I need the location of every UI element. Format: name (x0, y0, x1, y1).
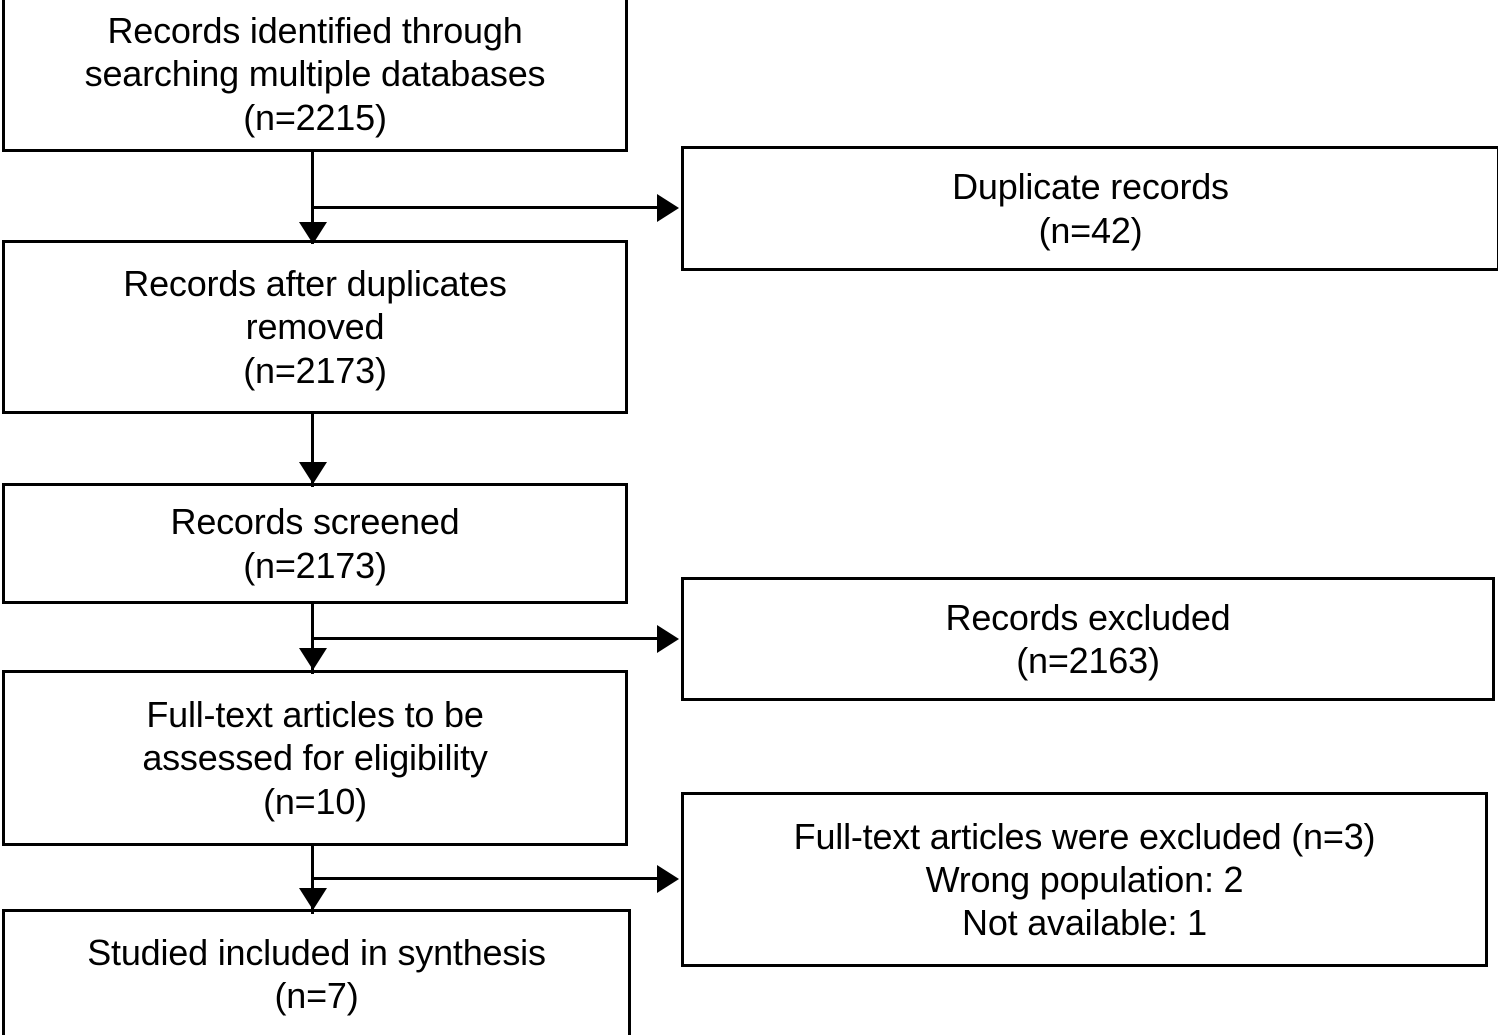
node-count: (n=42) (1038, 209, 1143, 251)
arrow-right-icon (657, 865, 679, 893)
node-records-identified: Records identified through searching mul… (2, 0, 628, 152)
node-exclusion-reason: Wrong population: 2 (925, 858, 1244, 900)
node-line: Records identified through (107, 10, 523, 52)
node-records-screened: Records screened (n=2173) (2, 483, 628, 604)
node-fulltext-articles-excluded: Full-text articles were excluded (n=3) W… (681, 792, 1488, 967)
node-line: Full-text articles were excluded (n=3) (793, 815, 1376, 857)
node-line: Studied included in synthesis (87, 931, 546, 973)
node-line: assessed for eligibility (142, 737, 488, 779)
node-line: Records screened (170, 501, 460, 543)
connector-identified-to-duplicates (311, 206, 659, 209)
arrow-right-icon (657, 194, 679, 222)
node-count: (n=2215) (243, 96, 387, 138)
node-line: Full-text articles to be (146, 694, 484, 736)
node-count: (n=10) (263, 780, 367, 822)
arrow-down-icon (299, 222, 327, 244)
arrow-down-icon (299, 648, 327, 670)
node-line: Records after duplicates (123, 263, 507, 305)
node-records-excluded: Records excluded (n=2163) (681, 577, 1495, 701)
node-count: (n=2163) (1016, 640, 1160, 681)
arrow-down-icon (299, 462, 327, 484)
node-line: searching multiple databases (84, 53, 546, 95)
connector-fulltext-to-fulltext-excluded (311, 877, 659, 880)
node-count: (n=2173) (243, 544, 387, 586)
node-records-after-duplicates-removed: Records after duplicates removed (n=2173… (2, 240, 628, 414)
node-count: (n=7) (274, 975, 359, 1016)
connector-screened-to-records-excluded (311, 637, 659, 640)
node-studies-included-in-synthesis: Studied included in synthesis (n=7) (2, 909, 631, 1035)
arrow-down-icon (299, 888, 327, 910)
connector-identified-to-after-duplicates (311, 152, 314, 244)
node-duplicate-records: Duplicate records (n=42) (681, 146, 1498, 271)
node-line: removed (245, 306, 385, 348)
node-exclusion-reason: Not available: 1 (962, 902, 1207, 944)
node-fulltext-articles-assessed: Full-text articles to be assessed for el… (2, 670, 628, 846)
node-count: (n=2173) (243, 349, 387, 391)
connector-after-duplicates-to-screened (311, 414, 314, 487)
node-line: Records excluded (945, 596, 1231, 638)
connector-fulltext-to-included (311, 846, 314, 914)
node-line: Duplicate records (952, 166, 1229, 208)
arrow-right-icon (657, 625, 679, 653)
